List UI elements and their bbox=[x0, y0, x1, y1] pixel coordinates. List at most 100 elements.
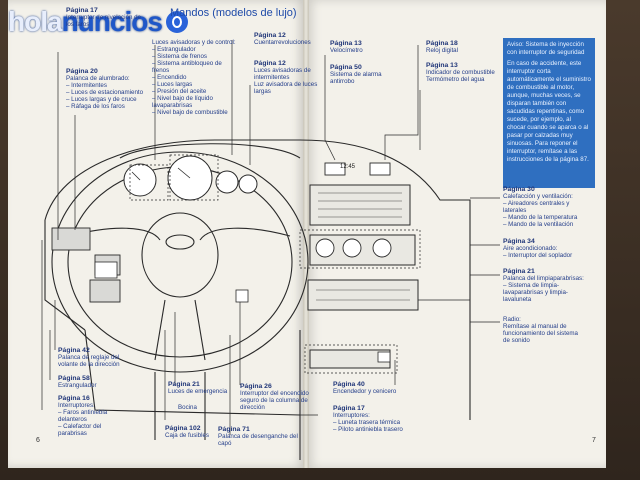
label-line: – Luces de estacionamiento bbox=[66, 89, 144, 96]
label-title: Página 34 bbox=[503, 238, 535, 245]
label-line: – Ráfaga de los faros bbox=[66, 103, 125, 110]
label-line: Velocímetro bbox=[330, 47, 363, 54]
label-line: Bocina bbox=[178, 404, 197, 411]
label-line: – Calefactor del bbox=[58, 423, 102, 430]
label-line: lavaluneta bbox=[503, 296, 532, 303]
clock-display: 12:45 bbox=[340, 164, 356, 170]
steering-wheel-rim bbox=[51, 151, 309, 373]
label-line: Palanca del limpiaparabrisas: bbox=[503, 275, 584, 282]
label-title: Página 42 bbox=[58, 347, 90, 354]
label-line: Estrangulador bbox=[58, 382, 97, 389]
steering-column bbox=[154, 372, 206, 440]
label-line: Cuentarrevoluciones bbox=[254, 39, 311, 46]
label-line: Interruptor de nivelación de bbox=[66, 14, 141, 21]
label-line: – Aireadores centrales y bbox=[503, 200, 570, 207]
center-vents bbox=[309, 184, 411, 226]
left-switch-panel bbox=[51, 227, 91, 251]
label-line: – Encendido bbox=[152, 74, 187, 81]
ford-oval-logo bbox=[165, 234, 195, 250]
label-line: Sistema de alarma bbox=[330, 71, 382, 78]
cluster-hood bbox=[119, 143, 301, 159]
label-line: – Interruptor del soplador bbox=[503, 252, 573, 259]
label-line: – Estrangulador bbox=[152, 46, 196, 53]
label-line: Radio: bbox=[503, 316, 521, 323]
label-title: Página 12 bbox=[254, 60, 286, 67]
label-line: Palanca de reglaje del bbox=[58, 354, 120, 361]
radio-unit bbox=[307, 279, 419, 311]
label-line: Remítase al manual de bbox=[503, 323, 567, 330]
label-line: los faros bbox=[66, 21, 90, 28]
label-title: Página 13 bbox=[426, 62, 458, 69]
label-line: volante de la dirección bbox=[58, 361, 120, 368]
watermark-mark-icon bbox=[165, 11, 188, 33]
label-line: parabrisas bbox=[58, 430, 87, 437]
label-line: Termómetro del agua bbox=[426, 76, 485, 83]
label-line: antirrobo bbox=[330, 78, 355, 85]
label-line: – Nivel bajo de líquido bbox=[152, 95, 213, 102]
label-line: – Sistema de frenos bbox=[152, 53, 208, 60]
fuel-gauge bbox=[215, 170, 239, 194]
label-title: Página 50 bbox=[330, 64, 362, 71]
label-line: funcionamiento del sistema bbox=[503, 330, 578, 337]
label-line: – Sistema de limpia- bbox=[503, 282, 560, 289]
label-line: – Nivel bajo de combustible bbox=[152, 109, 228, 116]
label-line: – Presión del aceite bbox=[152, 88, 207, 95]
book-gutter bbox=[303, 0, 309, 468]
steering-wheel-hub bbox=[141, 212, 219, 298]
label-line: frenos bbox=[152, 67, 170, 74]
label-line: – Piloto antiniebla trasero bbox=[333, 426, 403, 433]
label-title: Página 17 bbox=[333, 405, 365, 412]
label-line: Palanca de alumbrado: bbox=[66, 75, 130, 82]
label-line: laterales bbox=[503, 207, 527, 214]
label-title: Página 71 bbox=[218, 426, 250, 433]
label-line: lavaparabrisas y limpia- bbox=[503, 289, 568, 296]
dashboard-outline bbox=[44, 139, 471, 420]
label-title: Página 21 bbox=[503, 268, 535, 275]
watermark-text-b: nuncios bbox=[61, 6, 163, 37]
label-line: – Luces largas bbox=[152, 81, 193, 88]
temp-gauge bbox=[238, 174, 258, 194]
label-line: Caja de fusibles bbox=[165, 432, 210, 439]
label-line: – Faros antiniebla bbox=[58, 409, 108, 416]
label-title: Página 21 bbox=[168, 381, 200, 388]
label-line: largas bbox=[254, 88, 271, 95]
label-line: Interruptores: bbox=[333, 412, 370, 419]
label-line: Indicador de combustible bbox=[426, 69, 495, 76]
label-line: Luz avisadora de luces bbox=[254, 81, 318, 88]
label-line: intermitentes bbox=[254, 74, 290, 81]
label-title: Página 30 bbox=[503, 186, 535, 193]
warning-note-title: Aviso: Sistema de inyección con interrup… bbox=[507, 41, 585, 56]
label-warning-lights: Luces avisadoras y de control:– Estrangu… bbox=[152, 39, 236, 116]
label-line: – Luneta trasera térmica bbox=[333, 419, 401, 426]
page-header: Mandos (modelos de lujo) bbox=[170, 7, 297, 19]
label-line: – Sistema antibloqueo de bbox=[152, 60, 222, 67]
warning-note-body: En caso de accidente, este interruptor c… bbox=[507, 60, 591, 163]
page-number-left: 6 bbox=[36, 437, 40, 444]
label-horn: Bocina bbox=[178, 404, 197, 411]
label-line: Interruptor del encendido bbox=[240, 390, 309, 397]
page-number-right: 7 bbox=[592, 437, 596, 444]
label-line: Interruptores: bbox=[58, 402, 95, 409]
label-title: Página 102 bbox=[165, 425, 201, 432]
label-line: Encendedor y cenicero bbox=[333, 388, 397, 395]
label-line: delanteros bbox=[58, 416, 87, 423]
label-line: lavaparabrisas bbox=[152, 102, 193, 109]
label-line: Palanca de desenganche del bbox=[218, 433, 298, 440]
label-line: Luces avisadoras y de control: bbox=[152, 39, 236, 46]
label-title: Página 17 bbox=[66, 7, 98, 14]
label-title: Página 13 bbox=[330, 40, 362, 47]
label-line: de sonido bbox=[503, 337, 530, 344]
